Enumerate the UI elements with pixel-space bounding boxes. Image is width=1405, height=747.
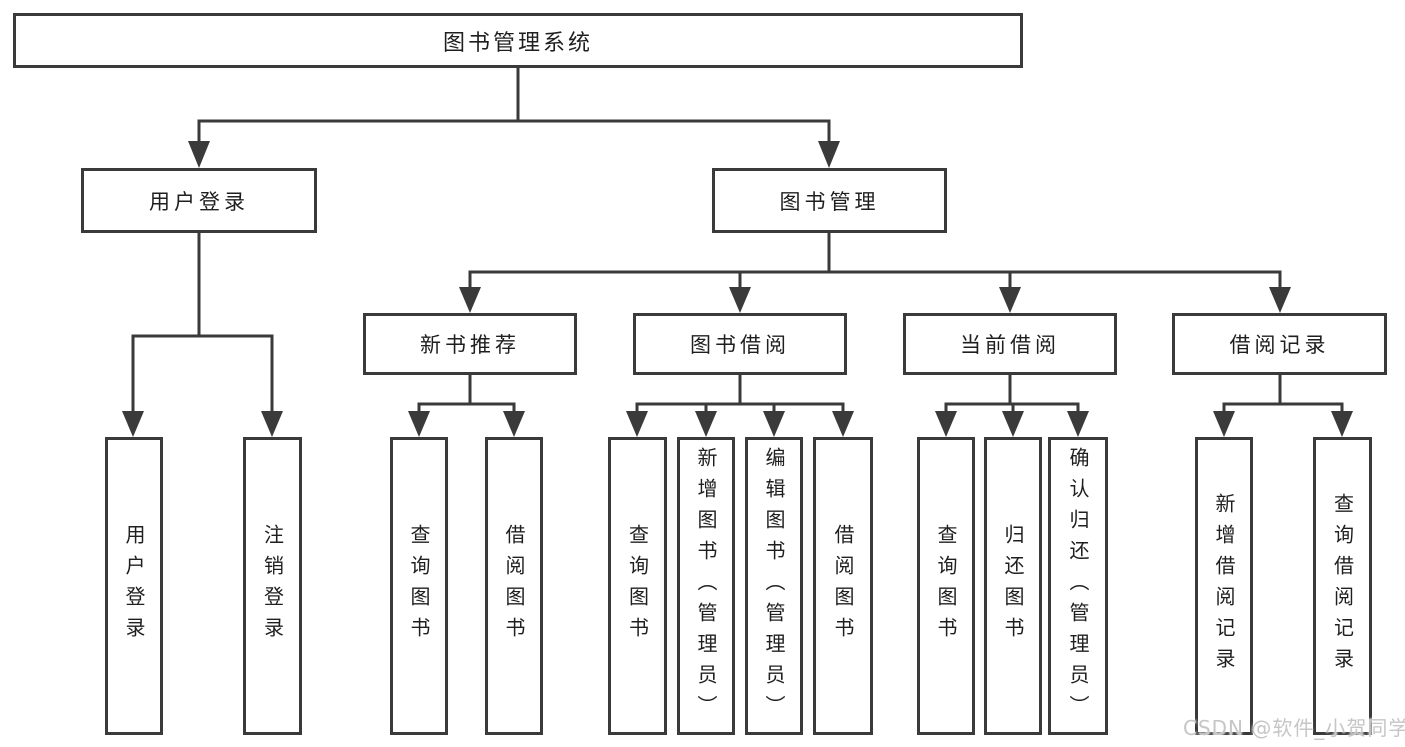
edge-lines [131, 66, 1344, 415]
leaf-add-books-admin: 新增图书（管理员） [677, 437, 735, 735]
edge-user-login-children [131, 231, 274, 415]
leaf-borrow-books-2: 借阅图书 [813, 437, 873, 735]
leaf-logout: 注销登录 [243, 437, 302, 735]
arrow-down-icon [1002, 411, 1024, 437]
node-book-management: 图书管理 [712, 168, 947, 233]
arrow-down-icon [188, 141, 210, 168]
leaf-label: 查询借阅记录 [1330, 493, 1355, 679]
leaf-label: 新增图书（管理员） [694, 446, 718, 726]
edge-book-borrow-children [635, 373, 845, 415]
node-current-borrow: 当前借阅 [903, 313, 1117, 375]
arrow-down-icon [503, 411, 525, 437]
leaf-label: 确认归还（管理员） [1066, 446, 1090, 726]
csdn-watermark: CSDN @软件_小贺同学 [1183, 716, 1405, 740]
arrow-down-icon [1213, 411, 1235, 437]
leaf-query-books-2: 查询图书 [608, 437, 667, 735]
arrow-down-icon [818, 141, 840, 168]
arrow-down-icon [999, 287, 1021, 313]
edge-book-mgmt-to-level3 [468, 231, 1282, 292]
leaf-user-login: 用户登录 [105, 437, 163, 735]
arrow-down-icon [935, 411, 957, 437]
leaf-label: 新增借阅记录 [1212, 493, 1236, 679]
arrow-down-icon [459, 287, 481, 313]
node-new-book-recommend: 新书推荐 [363, 313, 577, 375]
arrow-down-icon [408, 411, 430, 437]
leaf-label: 归还图书 [1001, 524, 1025, 648]
arrow-down-icon [122, 411, 144, 437]
edge-current-borrow-children [944, 373, 1080, 415]
leaf-label: 借阅图书 [831, 524, 855, 648]
leaf-query-books-1: 查询图书 [390, 437, 448, 735]
leaf-label: 注销登录 [260, 524, 285, 648]
arrow-down-icon [1269, 287, 1291, 313]
leaf-query-borrow-record: 查询借阅记录 [1313, 437, 1372, 735]
node-book-borrow: 图书借阅 [633, 313, 847, 375]
leaf-return-books: 归还图书 [984, 437, 1042, 735]
arrow-down-icon [729, 287, 751, 313]
leaf-label: 用户登录 [122, 524, 146, 648]
edge-borrow-record-children [1222, 373, 1344, 415]
leaf-label: 查询图书 [934, 524, 958, 648]
leaf-edit-books-admin: 编辑图书（管理员） [745, 437, 803, 735]
leaf-label: 查询图书 [625, 524, 650, 648]
arrow-down-icon [261, 411, 283, 437]
leaf-query-books-3: 查询图书 [917, 437, 975, 735]
node-library-management-system: 图书管理系统 [13, 13, 1023, 68]
node-user-login: 用户登录 [81, 168, 317, 233]
arrow-down-icon [763, 411, 785, 437]
edge-new-book-children [417, 373, 516, 415]
leaf-label: 编辑图书（管理员） [762, 446, 786, 726]
leaf-label: 借阅图书 [502, 524, 526, 648]
arrow-down-icon [832, 411, 854, 437]
leaf-label: 查询图书 [407, 524, 431, 648]
leaf-confirm-return-admin: 确认归还（管理员） [1048, 437, 1108, 735]
leaf-borrow-books-1: 借阅图书 [485, 437, 543, 735]
arrow-down-icon [695, 411, 717, 437]
arrow-down-icon [1331, 411, 1353, 437]
arrow-down-icon [1067, 411, 1089, 437]
node-borrow-record: 借阅记录 [1172, 313, 1387, 375]
leaf-add-borrow-record: 新增借阅记录 [1195, 437, 1253, 735]
arrowheads [122, 141, 1353, 437]
arrow-down-icon [626, 411, 648, 437]
edge-root-to-level2 [197, 66, 831, 147]
